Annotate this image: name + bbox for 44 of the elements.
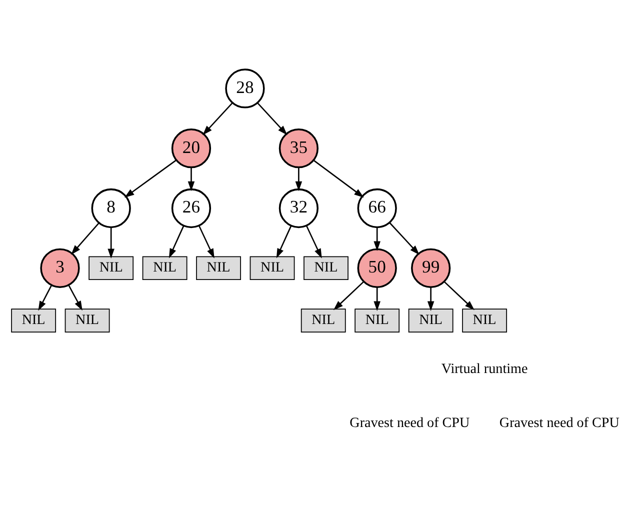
arrow	[71, 222, 100, 255]
arrow	[444, 281, 474, 310]
arrow	[202, 102, 233, 136]
node-box: NIL	[142, 256, 188, 280]
arrow	[198, 225, 214, 258]
node-circle: 50	[357, 248, 397, 288]
arrow	[313, 160, 364, 198]
node-circle: 99	[411, 248, 451, 288]
node-circle: 8	[91, 188, 131, 228]
arrow	[38, 285, 52, 311]
node-box: NIL	[250, 256, 295, 280]
arrow	[256, 102, 288, 136]
label: Virtual runtime	[441, 361, 528, 378]
node-box: NIL	[11, 308, 56, 332]
node-box: NIL	[354, 308, 400, 332]
node-box: NIL	[64, 308, 110, 332]
node-box: NIL	[304, 256, 348, 280]
node-circle: 3	[40, 248, 80, 288]
arrow	[68, 284, 82, 311]
node-box: NIL	[408, 308, 454, 332]
arrow	[124, 160, 177, 198]
node-circle: 28	[225, 68, 265, 108]
label: Gravest need of CPU	[499, 414, 620, 431]
node-circle: 20	[171, 128, 212, 168]
arrow	[374, 227, 380, 251]
arrow	[306, 225, 322, 258]
arrow	[188, 167, 195, 192]
node-box: NIL	[196, 256, 241, 280]
arrow	[168, 226, 184, 258]
node-circle: 66	[357, 188, 397, 228]
label: Gravest need of CPU	[350, 414, 470, 431]
node-box: NIL	[462, 308, 508, 332]
arrow	[427, 287, 434, 311]
node-box: NIL	[300, 308, 346, 332]
arrow	[333, 281, 364, 310]
arrow	[374, 287, 380, 311]
node-circle: 35	[278, 128, 319, 168]
node-box: NIL	[88, 256, 134, 280]
node-circle: 32	[278, 188, 319, 228]
arrow	[276, 226, 292, 258]
node-circle: 26	[171, 188, 212, 228]
arrow	[108, 227, 114, 258]
arrow	[295, 167, 302, 192]
arrow	[389, 222, 420, 255]
